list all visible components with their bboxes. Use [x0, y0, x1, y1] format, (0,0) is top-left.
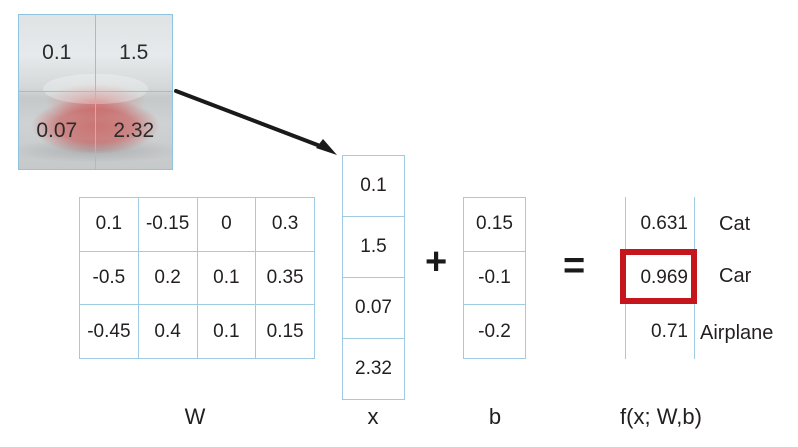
- caption-x: x: [367, 404, 379, 429]
- caption-f: f(x; W,b): [620, 404, 702, 429]
- w-cell: 0.1: [197, 251, 257, 306]
- w-cell: -0.45: [80, 305, 139, 359]
- w-cell: 0.1: [197, 305, 257, 359]
- patch-cell-bottom-left: 0.07: [19, 92, 96, 169]
- w-cell: -0.5: [80, 251, 139, 306]
- class-label-car: Car: [719, 265, 752, 287]
- w-cell: 0.3: [256, 198, 315, 252]
- plus-operator: +: [425, 241, 448, 283]
- x-cell: 0.07: [343, 278, 405, 339]
- x-cell: 1.5: [343, 217, 405, 278]
- score-cell: 0.969: [626, 251, 694, 305]
- b-cell: -0.1: [464, 251, 526, 306]
- patch-value: 1.5: [119, 41, 149, 64]
- patch-value: 2.32: [113, 118, 155, 142]
- caption-b: b: [488, 404, 502, 429]
- image-patch: 0.1 1.5 0.07 2.32: [18, 14, 173, 170]
- flatten-arrow-icon: [174, 89, 337, 155]
- w-cell: 0.1: [80, 198, 139, 252]
- patch-cell-top-right: 1.5: [95, 15, 172, 92]
- score-cell: 0.71: [626, 305, 694, 359]
- x-cell: 0.1: [343, 156, 405, 217]
- class-label-cat: Cat: [719, 213, 751, 235]
- w-cell: 0.4: [138, 305, 198, 359]
- w-cell: -0.15: [138, 198, 198, 252]
- w-cell: 0.2: [138, 251, 198, 306]
- patch-cell-bottom-right: 2.32: [96, 92, 173, 169]
- b-cell: -0.2: [464, 305, 526, 359]
- patch-value: 0.1: [42, 41, 72, 64]
- patch-value: 0.07: [36, 118, 78, 142]
- w-cell: 0: [197, 198, 257, 252]
- x-cell: 2.32: [343, 339, 405, 400]
- score-cell: 0.631: [626, 197, 694, 251]
- w-cell: 0.35: [256, 251, 315, 306]
- weight-matrix: 0.1 -0.15 0 0.3 -0.5 0.2 0.1 0.35 -0.45 …: [79, 197, 315, 359]
- w-cell: 0.15: [256, 305, 315, 359]
- b-cell: 0.15: [464, 198, 526, 252]
- class-label-airplane: Airplane: [700, 322, 774, 344]
- highlight-box: [620, 249, 697, 304]
- input-vector: 0.1 1.5 0.07 2.32: [342, 155, 405, 400]
- equals-operator: =: [563, 245, 586, 287]
- caption-w: W: [184, 404, 206, 429]
- patch-cell-top-left: 0.1: [19, 15, 96, 92]
- bias-vector: 0.15 -0.1 -0.2: [463, 197, 526, 359]
- score-vector: 0.631 0.969 0.71: [625, 197, 695, 359]
